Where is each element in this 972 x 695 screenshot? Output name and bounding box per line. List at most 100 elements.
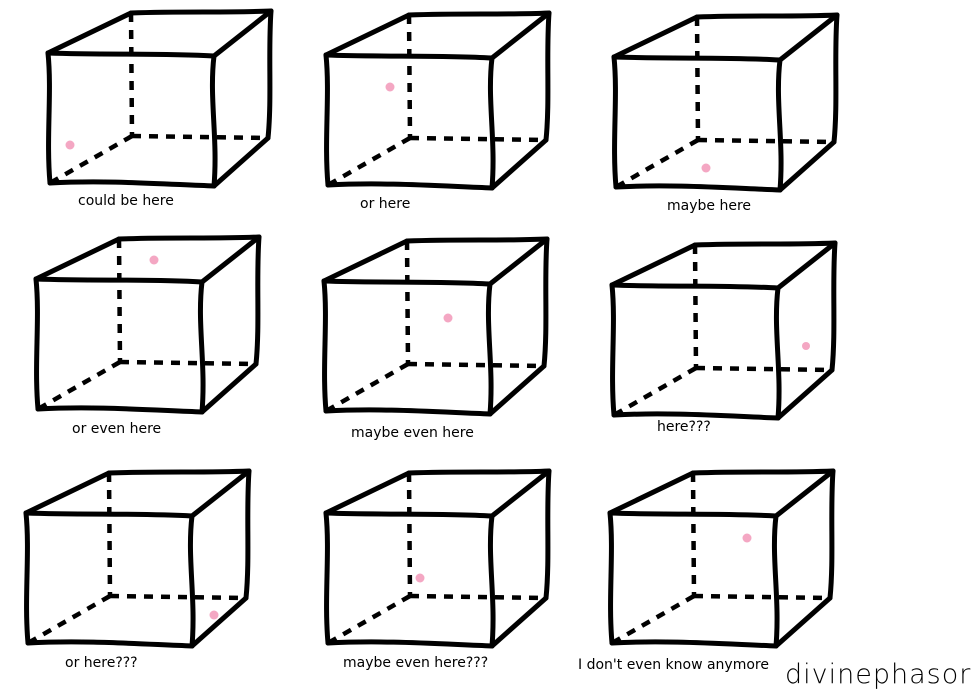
cube-hidden-vertical-edge xyxy=(106,472,113,597)
pink-dot xyxy=(742,533,752,543)
cube-top-left-edge xyxy=(607,470,696,516)
cube-front-right-edge xyxy=(487,513,496,649)
cube-bottom-right-edge xyxy=(199,361,259,415)
cube-back-right-edge xyxy=(265,8,274,141)
cube-hidden-vertical-edge xyxy=(690,472,697,597)
cube-front-bottom-edge xyxy=(47,179,217,189)
cube-hidden-diagonal-edge xyxy=(26,594,112,645)
cube-back-top-edge xyxy=(406,468,552,476)
cube-front-right-edge xyxy=(197,279,206,415)
cube-top-left-edge xyxy=(33,236,122,282)
cube-back-right-edge xyxy=(253,234,262,367)
cube-top-right-edge xyxy=(199,234,262,285)
cube-hidden-diagonal-edge xyxy=(614,138,700,189)
pink-dot xyxy=(209,610,219,620)
cube-hidden-diagonal-edge xyxy=(610,594,696,645)
cube-hidden-diagonal-edge xyxy=(36,360,122,411)
cube-panel-5: maybe even here xyxy=(321,236,550,441)
cube-hidden-bottom-edge xyxy=(409,593,547,601)
cube-top-right-edge xyxy=(775,240,838,291)
cube-top-left-edge xyxy=(611,14,700,60)
pink-dot xyxy=(802,342,810,350)
cube-bottom-right-edge xyxy=(489,137,549,191)
cube-back-top-edge xyxy=(406,10,552,18)
cube-bottom-right-edge xyxy=(489,595,549,649)
cube-panel-8: maybe even here??? xyxy=(323,468,552,671)
cube-front-left-edge xyxy=(323,510,331,646)
cube-back-right-edge xyxy=(541,236,550,369)
cube-hidden-bottom-edge xyxy=(119,359,257,367)
pink-dot xyxy=(701,163,711,173)
cube-panel-2: or here xyxy=(323,10,552,212)
cube-bottom-right-edge xyxy=(773,595,833,649)
cube-front-right-edge xyxy=(775,57,784,193)
cube-back-top-edge xyxy=(694,12,840,20)
panel-caption: maybe even here??? xyxy=(343,655,488,671)
cube-panel-1: could be here xyxy=(45,8,274,209)
signature: divinephasor.com xyxy=(785,659,972,690)
cube-hidden-vertical-edge xyxy=(406,472,413,597)
cube-hidden-bottom-edge xyxy=(131,133,269,141)
cube-front-left-edge xyxy=(33,276,41,412)
cube-back-top-edge xyxy=(690,468,836,476)
cube-hidden-bottom-edge xyxy=(695,365,833,373)
cube-panel-9: I don't even know anymore xyxy=(578,468,836,673)
cube-bottom-right-edge xyxy=(487,363,547,417)
cube-top-left-edge xyxy=(609,242,698,288)
cube-back-right-edge xyxy=(831,12,840,145)
cube-hidden-diagonal-edge xyxy=(324,362,410,413)
cube-front-right-edge xyxy=(487,55,496,191)
cube-hidden-bottom-edge xyxy=(407,361,545,369)
cube-front-right-edge xyxy=(773,285,782,421)
panel-caption: maybe even here xyxy=(351,425,474,441)
cube-bottom-right-edge xyxy=(777,139,837,193)
cube-top-left-edge xyxy=(23,470,112,516)
cube-hidden-bottom-edge xyxy=(697,137,835,145)
cube-front-right-edge xyxy=(209,53,218,189)
cube-hidden-vertical-edge xyxy=(116,238,123,363)
panel-caption: or here xyxy=(360,196,410,212)
cube-panel-4: or even here xyxy=(33,234,262,437)
cube-front-bottom-edge xyxy=(609,639,779,649)
cube-top-left-edge xyxy=(45,10,134,56)
cube-top-left-edge xyxy=(323,470,412,516)
cube-hidden-vertical-edge xyxy=(406,14,413,139)
panel-caption: or here??? xyxy=(65,655,138,671)
pink-dot xyxy=(65,140,75,150)
cube-front-bottom-edge xyxy=(613,183,783,193)
cube-front-left-edge xyxy=(611,54,619,190)
pink-dot xyxy=(443,313,453,323)
cube-top-left-edge xyxy=(321,238,410,284)
cube-hidden-vertical-edge xyxy=(128,12,135,137)
cube-front-right-edge xyxy=(485,281,494,417)
cube-back-top-edge xyxy=(128,8,274,16)
cube-front-left-edge xyxy=(323,52,331,188)
cube-hidden-bottom-edge xyxy=(109,593,247,601)
panel-caption: here??? xyxy=(657,419,711,435)
cube-front-bottom-edge xyxy=(35,405,205,415)
cube-back-right-edge xyxy=(827,468,836,601)
cube-front-bottom-edge xyxy=(325,181,495,191)
cube-front-left-edge xyxy=(45,50,53,186)
cube-top-left-edge xyxy=(323,12,412,58)
cube-back-right-edge xyxy=(543,10,552,143)
cube-back-right-edge xyxy=(829,240,838,373)
cube-top-right-edge xyxy=(489,10,552,61)
cube-back-right-edge xyxy=(543,468,552,601)
cube-front-bottom-edge xyxy=(25,639,195,649)
cube-bottom-right-edge xyxy=(189,595,249,649)
cube-hidden-vertical-edge xyxy=(692,244,699,369)
cube-front-right-edge xyxy=(771,513,780,649)
cube-bottom-right-edge xyxy=(775,367,835,421)
cube-front-right-edge xyxy=(187,513,196,649)
cube-bottom-right-edge xyxy=(211,135,271,189)
pink-dot xyxy=(385,82,395,92)
panel-caption: maybe here xyxy=(667,198,751,214)
pink-dot xyxy=(149,255,159,265)
cube-front-bottom-edge xyxy=(611,411,781,421)
panel-caption: I don't even know anymore xyxy=(578,657,769,673)
cube-panel-7: or here??? xyxy=(23,468,252,671)
panel-caption: or even here xyxy=(72,421,161,437)
cube-hidden-vertical-edge xyxy=(694,16,701,141)
